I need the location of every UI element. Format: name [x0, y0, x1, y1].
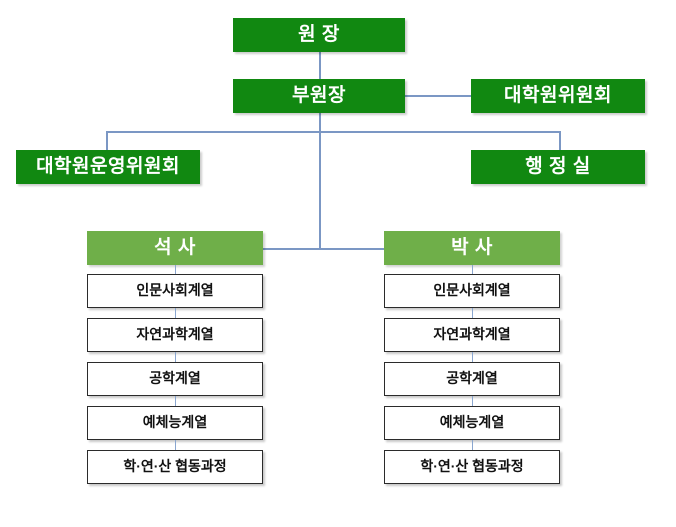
connector-trunk-to-degrees: [319, 131, 321, 249]
node-operating-committee[interactable]: 대학원운영위원회: [16, 150, 200, 184]
node-masters-program[interactable]: 학·연·산 협동과정: [87, 450, 263, 484]
connector-vice-to-graduate-committee: [405, 95, 471, 97]
node-doctorate-program[interactable]: 자연과학계열: [384, 318, 560, 352]
connector-doctorate-to-program-5: [471, 440, 473, 450]
connector-doctorate-to-program-1: [471, 265, 473, 274]
node-vice-director[interactable]: 부원장: [233, 79, 405, 113]
connector-degrees-bus: [263, 248, 384, 250]
node-doctorate-program-label: 인문사회계열: [433, 282, 511, 299]
node-admin-office[interactable]: 행 정 실: [471, 150, 645, 184]
node-masters-program[interactable]: 인문사회계열: [87, 274, 263, 308]
node-doctorate-program[interactable]: 예체능계열: [384, 406, 560, 440]
node-doctorate-program-label: 공학계열: [446, 370, 498, 387]
node-doctorate-program-label: 예체능계열: [439, 414, 505, 431]
node-operating-committee-label: 대학원운영위원회: [36, 155, 180, 177]
node-masters-program-label: 학·연·산 협동과정: [123, 458, 227, 475]
connector-bus-to-operating-committee: [106, 131, 108, 151]
node-masters-program-label: 예체능계열: [142, 414, 208, 431]
node-masters[interactable]: 석 사: [87, 231, 263, 265]
node-masters-program-label: 자연과학계열: [136, 326, 214, 343]
node-doctorate-label: 박 사: [451, 236, 493, 258]
connector-bus-to-admin-office: [559, 131, 561, 151]
node-doctorate-program[interactable]: 학·연·산 협동과정: [384, 450, 560, 484]
connector-doctorate-to-program-3: [471, 352, 473, 362]
node-masters-program-label: 인문사회계열: [136, 282, 214, 299]
node-vice-director-label: 부원장: [292, 84, 346, 106]
connector-level3-bus: [106, 131, 561, 133]
connector-vice-down: [319, 112, 321, 132]
node-director-label: 원 장: [298, 23, 340, 45]
connector-masters-to-program-3: [174, 352, 176, 362]
node-masters-program[interactable]: 자연과학계열: [87, 318, 263, 352]
node-graduate-committee[interactable]: 대학원위원회: [471, 79, 645, 113]
connector-masters-to-program-4: [174, 396, 176, 406]
node-doctorate-program-label: 학·연·산 협동과정: [420, 458, 524, 475]
connector-doctorate-to-program-2: [471, 308, 473, 318]
node-doctorate[interactable]: 박 사: [384, 231, 560, 265]
connector-masters-to-program-2: [174, 308, 176, 318]
node-masters-program[interactable]: 공학계열: [87, 362, 263, 396]
connector-doctorate-to-program-4: [471, 396, 473, 406]
node-doctorate-program[interactable]: 인문사회계열: [384, 274, 560, 308]
connector-masters-to-program-1: [174, 265, 176, 274]
node-doctorate-program[interactable]: 공학계열: [384, 362, 560, 396]
node-masters-label: 석 사: [154, 236, 196, 258]
node-doctorate-program-label: 자연과학계열: [433, 326, 511, 343]
node-graduate-committee-label: 대학원위원회: [504, 84, 612, 106]
node-director[interactable]: 원 장: [233, 18, 405, 52]
connector-masters-to-program-5: [174, 440, 176, 450]
node-masters-program-label: 공학계열: [149, 370, 201, 387]
node-admin-office-label: 행 정 실: [525, 155, 591, 177]
connector-director-to-vice: [319, 52, 321, 80]
node-masters-program[interactable]: 예체능계열: [87, 406, 263, 440]
